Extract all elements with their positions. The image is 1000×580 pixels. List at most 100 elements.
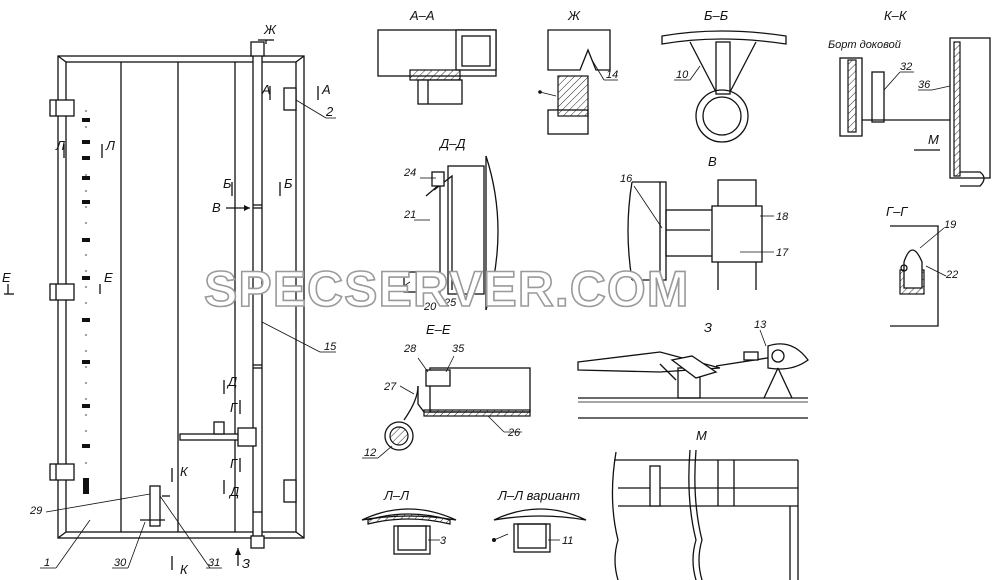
svg-text:В: В: [212, 200, 221, 215]
svg-text:Б: Б: [284, 176, 293, 191]
svg-text:28: 28: [403, 343, 417, 355]
lock-handle: [179, 421, 257, 447]
svg-text:Б: Б: [223, 176, 232, 191]
callout-19: 19: [919, 219, 956, 249]
callout-26: 26: [487, 415, 522, 439]
section-marker-a-right: А: [317, 82, 331, 100]
svg-text:29: 29: [29, 505, 42, 517]
svg-text:19: 19: [944, 219, 956, 231]
section-marker-d-top: Д: [223, 374, 237, 394]
svg-text:10: 10: [676, 69, 689, 81]
svg-text:3: 3: [440, 535, 447, 547]
svg-text:Борт доковой: Борт доковой: [828, 39, 901, 51]
svg-text:К: К: [180, 562, 189, 577]
svg-text:14: 14: [606, 69, 618, 81]
callout-3: 3: [428, 535, 447, 547]
svg-text:З: З: [704, 320, 712, 335]
svg-text:А–А: А–А: [409, 8, 435, 23]
svg-text:13: 13: [754, 319, 767, 331]
callout-21: 21: [403, 209, 430, 221]
section-l-l-variant: Л–Л вариант 11: [492, 488, 587, 553]
hinge-middle: [49, 283, 75, 301]
section-marker-zh: Ж: [258, 22, 277, 44]
view-m: М: [611, 428, 799, 580]
svg-text:17: 17: [776, 247, 789, 259]
svg-text:Е–Е: Е–Е: [426, 322, 451, 337]
section-marker-b-right: Б: [279, 176, 293, 196]
section-marker-a-left: А: [261, 82, 271, 100]
callout-10: 10: [674, 65, 701, 81]
callout-27: 27: [383, 381, 415, 395]
callout-31: 31: [159, 495, 222, 569]
callout-13: 13: [754, 319, 767, 347]
callout-24: 24: [403, 167, 436, 179]
svg-text:30: 30: [114, 557, 127, 569]
section-l-l: Л–Л 3: [361, 488, 457, 555]
bracket-top: [283, 87, 297, 111]
svg-text:Г: Г: [230, 400, 238, 415]
hinge-top: [49, 99, 75, 117]
svg-text:К–К: К–К: [884, 8, 908, 23]
svg-text:Ж: Ж: [567, 8, 581, 23]
svg-text:Л: Л: [55, 138, 65, 153]
svg-text:16: 16: [620, 173, 633, 185]
svg-text:Л–Л вариант: Л–Л вариант: [497, 488, 580, 503]
svg-text:А: А: [261, 82, 271, 97]
callout-1: 1: [40, 519, 91, 569]
callout-14: 14: [591, 59, 618, 81]
svg-text:Е: Е: [2, 270, 11, 285]
svg-text:25: 25: [443, 297, 457, 309]
callout-30: 30: [112, 521, 146, 569]
callout-35: 35: [445, 343, 465, 373]
callout-23: [397, 281, 411, 291]
section-marker-g-top: Г: [230, 400, 241, 415]
callout-29: 29: [29, 493, 151, 517]
section-marker-e-right: Е: [99, 270, 113, 294]
svg-text:З: З: [242, 556, 250, 571]
svg-text:1: 1: [44, 557, 50, 569]
watermark-text: SPECSERVER.COM: [204, 261, 689, 317]
section-marker-d-bottom: Д: [223, 480, 239, 499]
svg-text:27: 27: [383, 381, 397, 393]
svg-text:24: 24: [403, 167, 416, 179]
svg-text:11: 11: [562, 535, 573, 547]
svg-text:21: 21: [403, 209, 416, 221]
callout-15: 15: [261, 321, 337, 353]
section-marker-k-bottom: К: [171, 556, 189, 577]
svg-text:В: В: [708, 154, 717, 169]
section-marker-g-bottom: Г: [230, 456, 241, 472]
callout-20-25: 20 25: [423, 297, 457, 313]
svg-text:К: К: [180, 464, 189, 479]
svg-text:М: М: [928, 132, 939, 147]
callout-16: 16: [620, 173, 663, 229]
bracket-bottom: [283, 479, 297, 503]
svg-text:Ж: Ж: [263, 22, 277, 37]
section-marker-e-left: Е: [2, 270, 14, 295]
svg-text:26: 26: [507, 427, 521, 439]
svg-text:А: А: [321, 82, 331, 97]
callout-22: 22: [925, 265, 958, 281]
section-zh: Ж 14: [538, 8, 618, 135]
callout-11: 11: [548, 535, 573, 547]
svg-text:12: 12: [364, 447, 376, 459]
svg-text:36: 36: [918, 79, 931, 91]
svg-text:Б–Б: Б–Б: [704, 8, 729, 23]
section-d-d: Д–Д 24 21 20 25: [397, 136, 499, 313]
svg-text:22: 22: [945, 269, 958, 281]
svg-text:Г–Г: Г–Г: [886, 204, 908, 219]
locking-rod: [250, 41, 265, 549]
view-v: В 16 18 17: [620, 154, 789, 290]
section-k-k: К–К Борт доковой 32 36 М: [828, 8, 991, 187]
view-z: З 13: [577, 319, 809, 419]
callout-36: 36: [918, 79, 951, 91]
svg-text:Д: Д: [226, 374, 237, 389]
svg-text:Г: Г: [230, 456, 238, 471]
svg-text:18: 18: [776, 211, 789, 223]
svg-text:32: 32: [900, 61, 912, 73]
svg-text:35: 35: [452, 343, 465, 355]
hinge-bottom: [49, 463, 75, 481]
svg-text:Е: Е: [104, 270, 113, 285]
svg-text:15: 15: [324, 341, 337, 353]
svg-text:31: 31: [208, 557, 220, 569]
